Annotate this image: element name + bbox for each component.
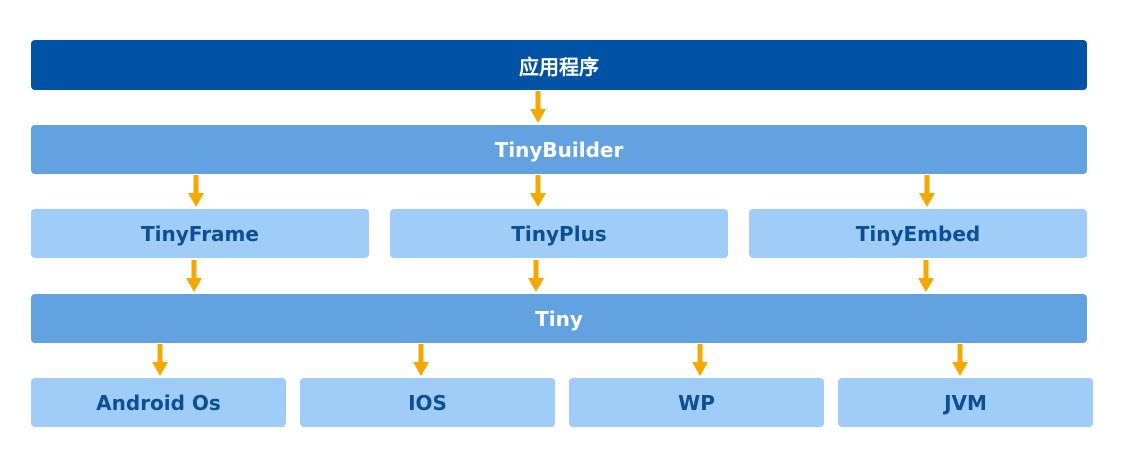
arrow-down-icon: [152, 344, 168, 376]
application-layer: 应用程序: [31, 40, 1087, 90]
framework-box-tinyembed: TinyEmbed: [749, 209, 1087, 258]
platform-box-wp: WP: [569, 378, 824, 427]
arrow-down-icon: [188, 175, 204, 207]
framework-label: TinyEmbed: [855, 221, 981, 246]
platform-box-ios: IOS: [300, 378, 555, 427]
platform-label: IOS: [408, 390, 447, 415]
builder-layer: TinyBuilder: [31, 125, 1087, 174]
platform-label: JVM: [944, 390, 987, 415]
platform-box-jvm: JVM: [838, 378, 1093, 427]
arrow-down-icon: [919, 175, 935, 207]
platform-label: Android Os: [96, 390, 221, 415]
core-layer: Tiny: [31, 294, 1087, 343]
framework-box-tinyplus: TinyPlus: [390, 209, 728, 258]
builder-label: TinyBuilder: [494, 137, 624, 162]
arrow-down-icon: [530, 91, 546, 123]
framework-label: TinyFrame: [141, 221, 259, 246]
framework-box-tinyframe: TinyFrame: [31, 209, 369, 258]
arrow-down-icon: [918, 260, 934, 292]
platform-box-android: Android Os: [31, 378, 286, 427]
arrow-down-icon: [530, 175, 546, 207]
arrow-down-icon: [952, 344, 968, 376]
platform-label: WP: [678, 390, 715, 415]
arrow-down-icon: [413, 344, 429, 376]
arrow-down-icon: [186, 260, 202, 292]
arrow-down-icon: [528, 260, 544, 292]
application-label: 应用程序: [519, 54, 599, 79]
core-label: Tiny: [535, 306, 583, 331]
arrow-down-icon: [692, 344, 708, 376]
framework-label: TinyPlus: [511, 221, 607, 246]
